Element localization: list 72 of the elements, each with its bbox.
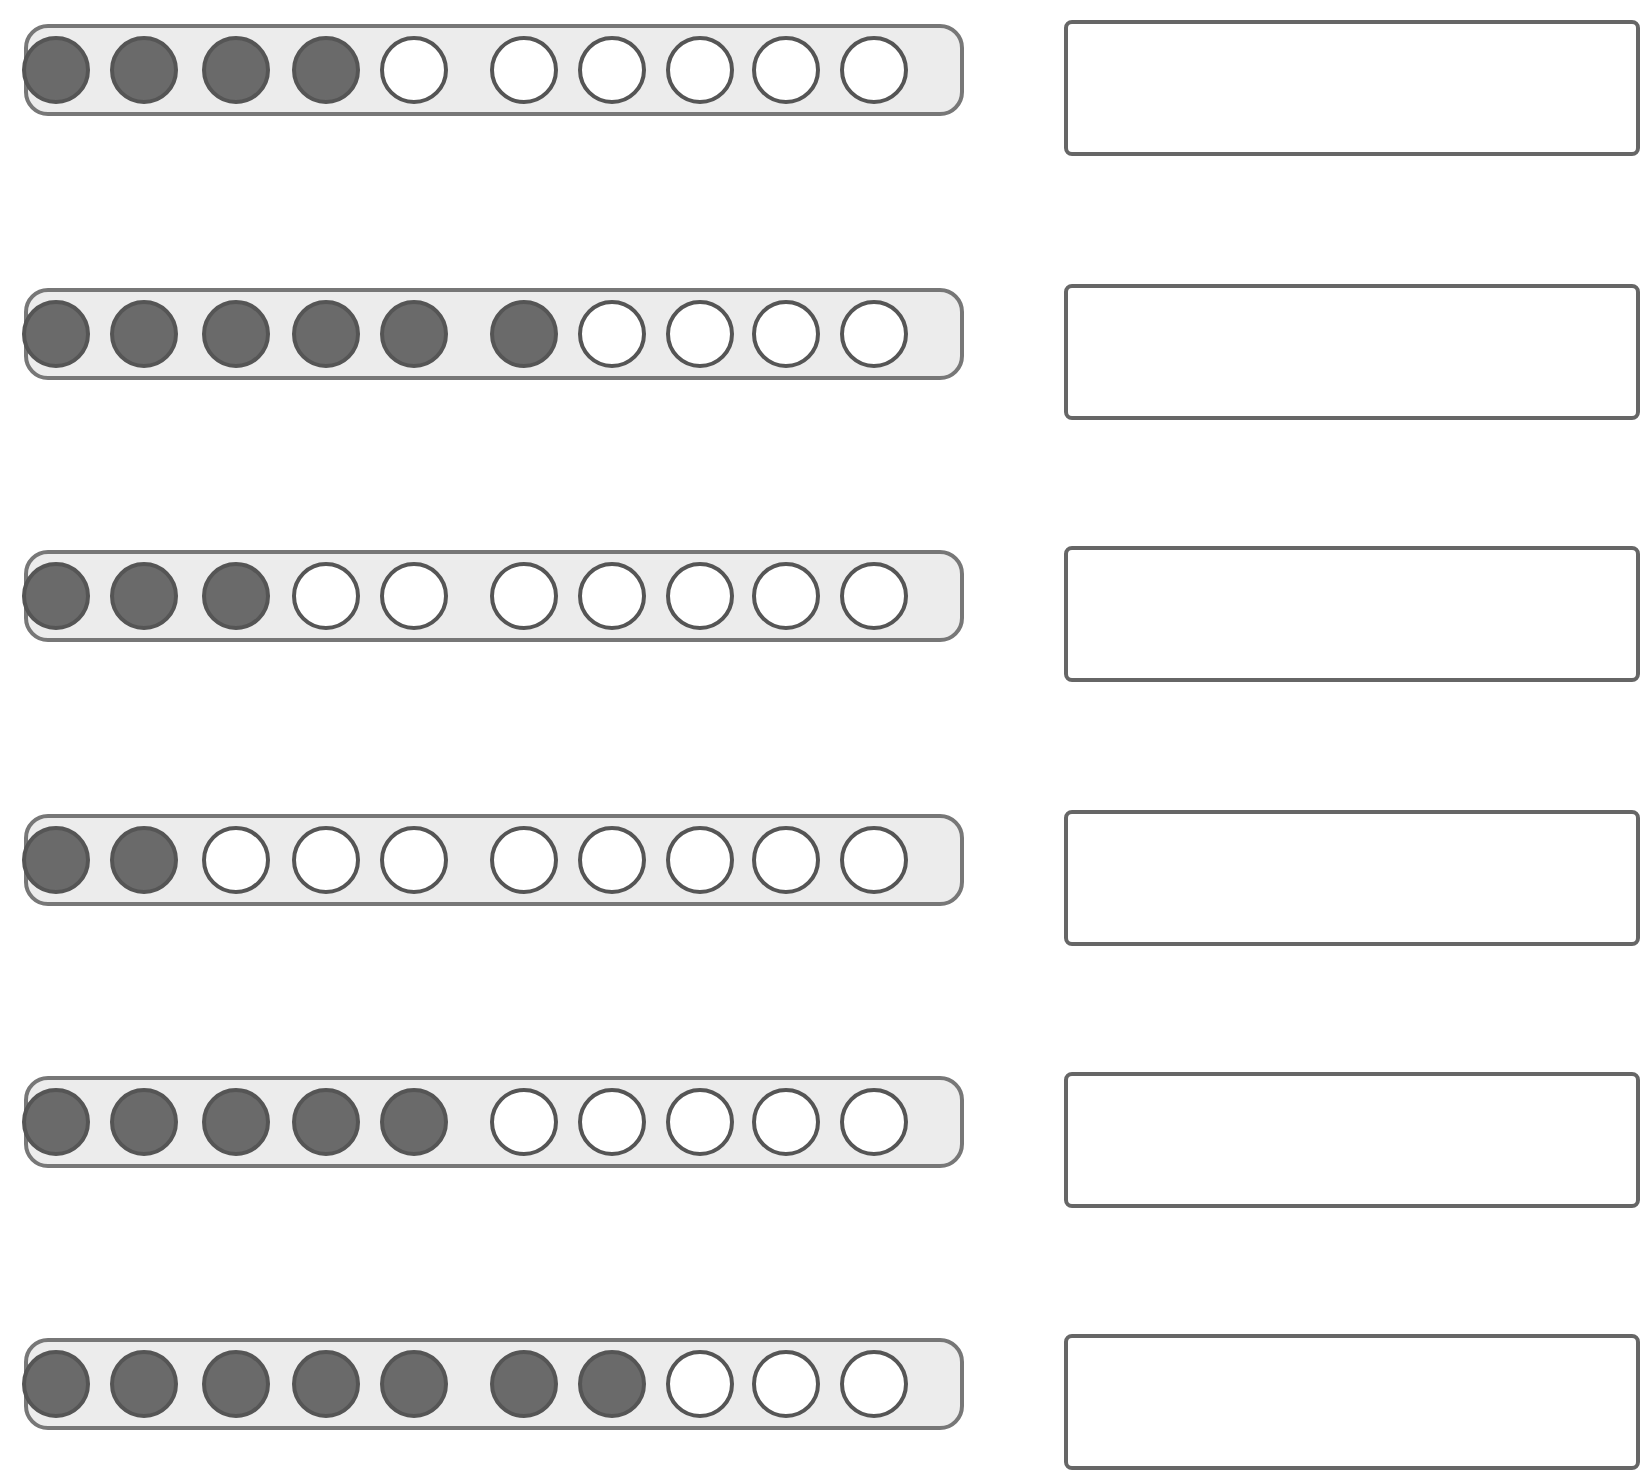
filled-counter	[22, 826, 90, 894]
empty-counter	[752, 36, 820, 104]
empty-counter	[380, 826, 448, 894]
filled-counter	[110, 36, 178, 104]
filled-counter	[110, 1088, 178, 1156]
empty-counter	[490, 1088, 558, 1156]
filled-counter	[202, 1350, 270, 1418]
filled-counter	[22, 36, 90, 104]
empty-counter	[578, 36, 646, 104]
empty-counter	[752, 562, 820, 630]
empty-counter	[666, 36, 734, 104]
ten-frame	[24, 288, 964, 380]
ten-frame	[24, 550, 964, 642]
filled-counter	[490, 300, 558, 368]
filled-counter	[380, 1350, 448, 1418]
filled-counter	[202, 1088, 270, 1156]
ten-frame	[24, 1338, 964, 1430]
empty-counter	[578, 300, 646, 368]
answer-box	[1064, 1072, 1640, 1208]
filled-counter	[110, 1350, 178, 1418]
empty-counter	[578, 1088, 646, 1156]
filled-counter	[22, 300, 90, 368]
empty-counter	[202, 826, 270, 894]
filled-counter	[22, 562, 90, 630]
answer-box	[1064, 546, 1640, 682]
empty-counter	[666, 300, 734, 368]
empty-counter	[490, 562, 558, 630]
empty-counter	[490, 826, 558, 894]
empty-counter	[292, 562, 360, 630]
answer-box	[1064, 284, 1640, 420]
filled-counter	[292, 300, 360, 368]
filled-counter	[292, 1350, 360, 1418]
filled-counter	[202, 300, 270, 368]
empty-counter	[840, 826, 908, 894]
empty-counter	[752, 1088, 820, 1156]
empty-counter	[292, 826, 360, 894]
filled-counter	[110, 562, 178, 630]
empty-counter	[840, 36, 908, 104]
filled-counter	[490, 1350, 558, 1418]
empty-counter	[840, 1350, 908, 1418]
answer-box	[1064, 1334, 1640, 1470]
empty-counter	[666, 1088, 734, 1156]
filled-counter	[202, 36, 270, 104]
filled-counter	[292, 36, 360, 104]
empty-counter	[840, 1088, 908, 1156]
filled-counter	[578, 1350, 646, 1418]
empty-counter	[380, 36, 448, 104]
ten-frame	[24, 24, 964, 116]
empty-counter	[666, 1350, 734, 1418]
filled-counter	[110, 300, 178, 368]
empty-counter	[752, 300, 820, 368]
filled-counter	[380, 1088, 448, 1156]
filled-counter	[22, 1088, 90, 1156]
answer-box	[1064, 20, 1640, 156]
empty-counter	[490, 36, 558, 104]
empty-counter	[578, 826, 646, 894]
ten-frame	[24, 814, 964, 906]
empty-counter	[752, 1350, 820, 1418]
filled-counter	[380, 300, 448, 368]
empty-counter	[380, 562, 448, 630]
empty-counter	[840, 562, 908, 630]
filled-counter	[292, 1088, 360, 1156]
filled-counter	[110, 826, 178, 894]
ten-frame	[24, 1076, 964, 1168]
empty-counter	[578, 562, 646, 630]
empty-counter	[666, 826, 734, 894]
empty-counter	[752, 826, 820, 894]
empty-counter	[666, 562, 734, 630]
filled-counter	[22, 1350, 90, 1418]
filled-counter	[202, 562, 270, 630]
empty-counter	[840, 300, 908, 368]
answer-box	[1064, 810, 1640, 946]
